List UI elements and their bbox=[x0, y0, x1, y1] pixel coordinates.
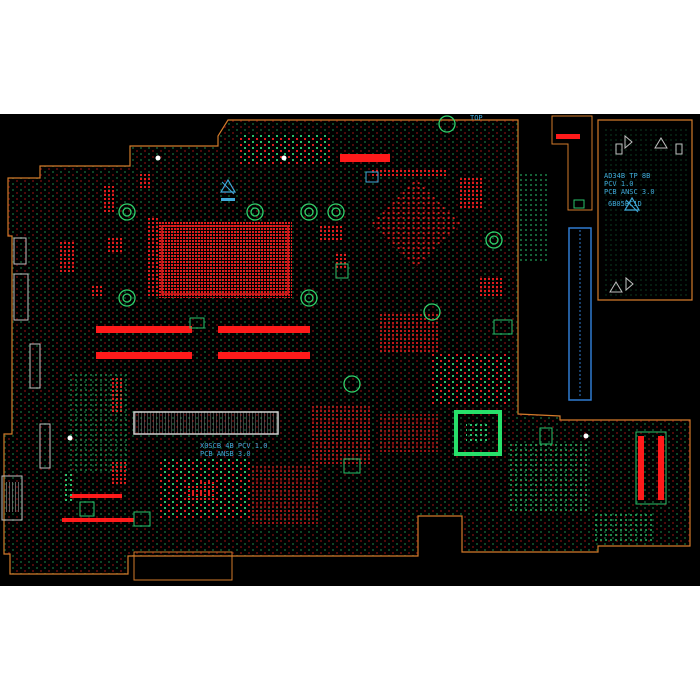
memory-slot-2 bbox=[96, 352, 192, 359]
recycle-mark-icon bbox=[365, 171, 379, 183]
cpu-pad-array bbox=[158, 222, 292, 298]
io-silkscreen-line2: PCV 1.0 bbox=[604, 180, 634, 188]
dimm-connector-outline bbox=[133, 411, 279, 435]
mounting-hole-icon bbox=[118, 115, 503, 393]
pch-bga bbox=[370, 178, 462, 270]
sub-board-outline bbox=[133, 551, 233, 581]
top-label: TOP bbox=[470, 114, 483, 122]
fpc-board-outline bbox=[551, 115, 593, 211]
io-silkscreen-line1: AD34B TP 8B bbox=[604, 172, 650, 180]
board-drawing: X0SCB 4B PCV 1.0 PCB ANSB 3.0 AD34B TP 8… bbox=[1, 114, 693, 581]
vga-connector bbox=[1, 475, 23, 521]
board-silkscreen-line2: PCB ANSB 3.0 bbox=[200, 450, 251, 458]
alignment-arrow-icon bbox=[624, 134, 633, 150]
board-silkscreen-line1: X0SCB 4B PCV 1.0 bbox=[200, 442, 267, 450]
io-silkscreen-line4: 6B05BC1D bbox=[608, 200, 642, 208]
io-connector-1 bbox=[638, 436, 644, 500]
io-board-outline bbox=[597, 119, 693, 301]
io-silkscreen-line3: PCB ANSC 3.0 bbox=[604, 188, 655, 196]
board-canvas[interactable]: X0SCB 4B PCV 1.0 PCB ANSB 3.0 AD34B TP 8… bbox=[0, 114, 700, 586]
memory-slot-1 bbox=[96, 326, 192, 333]
esd-warning-icon bbox=[623, 196, 641, 213]
hdd-connector bbox=[568, 227, 592, 401]
esd-warning-icon bbox=[219, 178, 237, 201]
ec-chip bbox=[454, 410, 502, 456]
